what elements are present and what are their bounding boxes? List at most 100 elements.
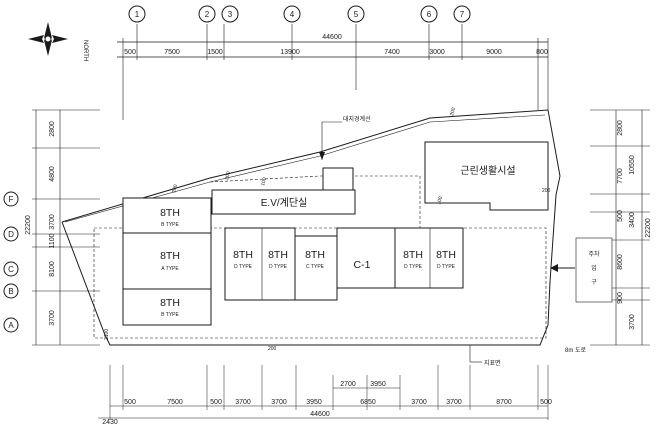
unit-sub: D TYPE xyxy=(437,264,456,270)
dim-label: 2700 xyxy=(340,381,356,388)
unit-sub: A TYPE xyxy=(161,266,179,272)
entrance-box xyxy=(575,237,613,303)
dim-label: 44600 xyxy=(310,411,330,418)
ground-level-callout: 지표면 xyxy=(469,345,501,367)
dim-label: 800 xyxy=(536,49,548,56)
dim-label: 500 xyxy=(124,399,136,406)
dim-label: 8100 xyxy=(49,261,56,277)
dim-label: 6850 xyxy=(360,399,376,406)
dim-label: 2800 xyxy=(617,120,624,136)
unit-sub: D TYPE xyxy=(404,264,423,270)
dim-label: 3000 xyxy=(429,49,445,56)
north-arrow-icon xyxy=(28,22,68,56)
dim-label: 9000 xyxy=(486,49,502,56)
dim-label: 500 xyxy=(210,399,222,406)
unit-main: 8TH xyxy=(233,249,253,261)
dim-label: 8700 xyxy=(496,399,512,406)
level-mark: 2100 xyxy=(104,329,110,340)
dim-label: 3700 xyxy=(49,214,56,230)
entrance-label: 입 xyxy=(591,264,597,272)
top-dimensions: 44600 500 7500 1500 13900 7400 3000 9000… xyxy=(117,24,549,120)
dim-label: 3700 xyxy=(49,310,56,326)
road-label: 8m 도로 xyxy=(565,347,587,354)
level-mark: 200 xyxy=(449,107,457,117)
unit-type-b-top: 8TH B TYPE xyxy=(122,197,212,234)
unit-sub: D TYPE xyxy=(269,264,288,270)
unit-main: 8TH xyxy=(160,297,180,309)
axis-label: C xyxy=(8,265,14,274)
dim-label: 2800 xyxy=(49,121,56,137)
unit-row: 8TH D TYPE 8TH D TYPE 8TH C TYPE C-1 8TH… xyxy=(224,227,464,301)
axis-label: 6 xyxy=(427,10,432,19)
dim-label: 3950 xyxy=(370,381,386,388)
axis-label: 4 xyxy=(290,10,295,19)
unit-main: 8TH xyxy=(305,249,325,261)
right-dimensions: 22200 2800 10550 7700 500 3400 8600 3700… xyxy=(590,109,652,346)
dim-label: 3700 xyxy=(629,314,636,330)
dim-label: 7700 xyxy=(617,168,624,184)
dim-label: 13900 xyxy=(280,49,300,56)
entrance-label: 주차 xyxy=(588,250,600,258)
level-marks: 200 200 100 200 100 200 2100 200 xyxy=(104,107,551,352)
axis-label: 5 xyxy=(354,10,359,19)
dim-label: 7500 xyxy=(167,399,183,406)
dim-label: 3700 xyxy=(235,399,251,406)
dim-label: 10550 xyxy=(629,155,636,175)
unit-main: C-1 xyxy=(354,259,371,271)
dim-label: 8600 xyxy=(617,254,624,270)
left-dimensions: 22200 2800 4800 3700 1100 8100 3700 xyxy=(25,109,100,346)
axis-label: 7 xyxy=(460,10,465,19)
entrance-label: 구 xyxy=(591,279,597,286)
dim-label: 44600 xyxy=(322,34,342,41)
dim-label: 7400 xyxy=(384,49,400,56)
neighborhood-facility: 근린생활시설 xyxy=(424,141,549,211)
axis-label: B xyxy=(8,287,13,296)
ev-stair-core: E.V/계단실 xyxy=(211,167,356,215)
unit-sub: B TYPE xyxy=(161,222,179,228)
entrance-arrow-icon xyxy=(550,264,575,272)
grid-axes-top: 1 2 3 4 5 6 7 xyxy=(128,5,471,23)
dim-label: 500 xyxy=(124,49,136,56)
grid-axes-left: F D C B A xyxy=(3,191,19,333)
level-mark: 200 xyxy=(171,184,179,194)
axis-label: D xyxy=(8,230,14,239)
ev-label: E.V/계단실 xyxy=(261,197,308,209)
dim-label: 1500 xyxy=(207,49,223,56)
level-mark: 100 xyxy=(260,177,268,187)
dim-label: 3400 xyxy=(629,212,636,228)
unit-type-a: 8TH A TYPE xyxy=(122,232,212,290)
dim-label: 3700 xyxy=(271,399,287,406)
unit-type-b-bottom: 8TH B TYPE xyxy=(122,288,212,326)
axis-label: A xyxy=(8,321,14,330)
axis-label: 2 xyxy=(205,10,210,19)
dim-label: 3700 xyxy=(446,399,462,406)
level-mark: 200 xyxy=(224,171,232,181)
dim-label: 3950 xyxy=(306,399,322,406)
unit-main: 8TH xyxy=(160,207,180,219)
bottom-dimensions: 2700 3950 500 7500 500 3700 3700 3950 68… xyxy=(98,365,552,425)
axis-label: 1 xyxy=(135,10,140,19)
north-label: NORTH xyxy=(82,40,88,61)
neighborhood-label: 근린생활시설 xyxy=(460,164,515,177)
dim-label: 22200 xyxy=(645,218,652,238)
axis-label: 3 xyxy=(228,10,233,19)
dim-label: 500 xyxy=(540,399,552,406)
unit-main: 8TH xyxy=(436,249,456,261)
dim-label: 2430 xyxy=(102,419,118,425)
dim-label: 7500 xyxy=(164,49,180,56)
unit-sub: C TYPE xyxy=(306,264,325,270)
unit-sub: D TYPE xyxy=(234,264,253,270)
unit-main: 8TH xyxy=(268,249,288,261)
dim-label: 900 xyxy=(617,292,624,304)
unit-sub: B TYPE xyxy=(161,312,179,318)
unit-main: 8TH xyxy=(160,250,180,262)
site-boundary-callout: 대지경계선 xyxy=(319,115,371,160)
dim-label: 1100 xyxy=(49,233,56,248)
unit-main: 8TH xyxy=(403,249,423,261)
dim-label: 500 xyxy=(617,210,624,222)
ground-level-label: 지표면 xyxy=(484,359,501,367)
dim-label: 22200 xyxy=(25,215,32,235)
dim-label: 4800 xyxy=(49,166,56,182)
